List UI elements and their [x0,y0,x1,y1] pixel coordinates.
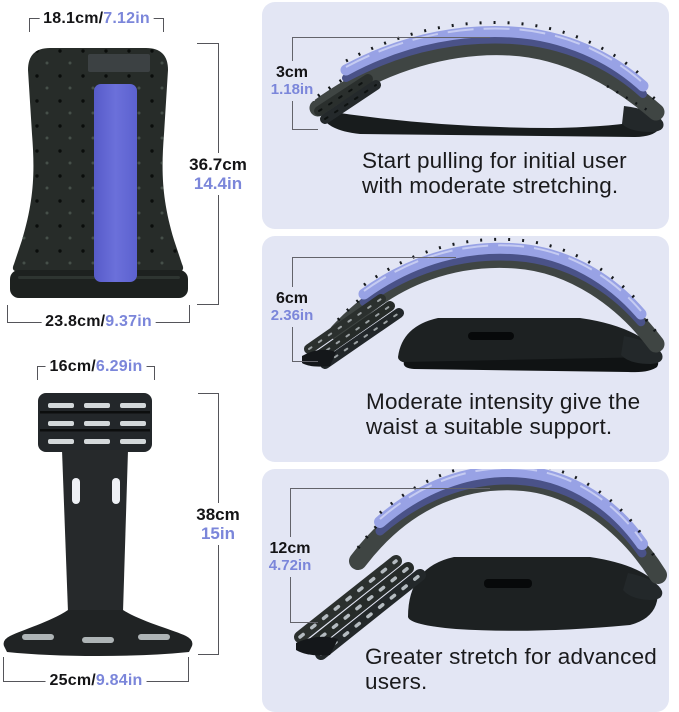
dimension-front-top-width-label: 18.1cm/7.12in [39,10,154,28]
value-cm: 38cm [196,505,240,524]
caption-line1: Greater stretch for advanced [365,644,657,669]
back-stretcher-base-view-image [3,393,193,656]
base-slats [22,634,170,643]
level-dim-tick-bottom [292,361,318,362]
side-view-medium-arch-image [302,237,665,373]
caption-line2: users. [365,669,428,694]
dimension-front-top-width: 18.1cm/7.12in [29,10,164,32]
caption-line2: with moderate stretching. [362,173,619,198]
dimension-support-top-width-label: 16cm/6.29in [45,358,147,376]
value-cm: 12cm [269,540,311,557]
velcro-label [88,54,150,72]
value-slash: / [100,313,106,330]
ratchet-slats [48,403,146,444]
side-view-low-arch-image [309,21,665,137]
level-height-label: 12cm 4.72in [267,537,313,577]
level-caption: Start pulling for initial user with mode… [362,148,627,198]
stem-slot-left [72,478,80,504]
level-caption: Greater stretch for advanced users. [365,644,657,694]
blue-band [374,469,648,550]
navy-band [342,35,647,98]
base-slot [468,332,514,340]
stretch-level-panel-low: 3cm 1.18in Start pulling for initial use… [262,2,669,229]
level-dim-tick-top [292,257,456,258]
level-dim-tick-bottom [292,129,318,130]
value-cm: 23.8cm [45,313,101,330]
value-cm: 16cm [49,358,92,375]
support-base [3,610,193,656]
base-view-body [3,393,193,656]
value-in: 6.29in [95,358,143,375]
value-in: 15in [200,524,236,543]
value-in: 4.72in [268,557,312,574]
value-cm: 18.1cm [43,10,99,27]
dimension-front-bottom-width: 23.8cm/9.37in [7,305,190,331]
value-cm: 6cm [275,290,309,307]
stretch-level-panel-high: 12cm 4.72in Greater stretch for advanced… [262,469,669,712]
level-dim-tick-top [290,488,490,489]
value-in: 9.84in [95,672,143,689]
adjustment-plates [304,294,404,369]
value-cm: 25cm [49,672,92,689]
level-caption: Moderate intensity give the waist a suit… [366,389,640,439]
stretch-level-panel-medium: 6cm 2.36in Moderate intensity give the w… [262,236,669,462]
front-view-body [10,48,188,298]
navy-band [375,475,647,558]
value-in: 7.12in [103,10,150,27]
level-height-label: 3cm 1.18in [269,61,315,101]
value-cm: 3cm [275,64,309,81]
level-dim-tick-top [292,37,490,38]
dimension-support-bottom-width: 25cm/9.84in [3,657,189,690]
base-slot [484,579,532,588]
back-stretcher-front-view-image [10,48,188,298]
value-cm: 36.7cm [189,155,247,174]
level-height-label: 6cm 2.36in [269,287,315,327]
blue-band [340,26,649,92]
value-in: 9.37in [105,313,152,330]
stem-slot-right [112,478,120,504]
value-in: 14.4in [193,174,243,193]
caption-line2: waist a suitable support. [366,414,613,439]
value-slash: / [91,672,96,689]
level-dim-tick-bottom [290,622,318,623]
navy-band [359,252,646,327]
side-view-high-body [294,469,667,660]
dimension-front-bottom-width-label: 23.8cm/9.37in [41,313,156,331]
side-view-medium-body [302,237,665,373]
side-view-low-body [309,21,665,137]
caption-line1: Moderate intensity give the [366,389,641,414]
dimension-support-bottom-width-label: 25cm/9.84in [45,672,147,690]
blue-center-stripe [94,84,137,282]
dimension-support-top-width: 16cm/6.29in [37,358,155,380]
blue-band [358,242,647,320]
value-slash: / [91,358,96,375]
value-in: 2.36in [270,307,314,324]
support-stem [62,450,128,612]
value-slash: / [98,10,104,27]
value-in: 1.18in [270,81,314,98]
caption-line1: Start pulling for initial user [362,148,627,173]
adjustment-plates [314,74,381,124]
side-view-high-arch-image [294,469,667,660]
